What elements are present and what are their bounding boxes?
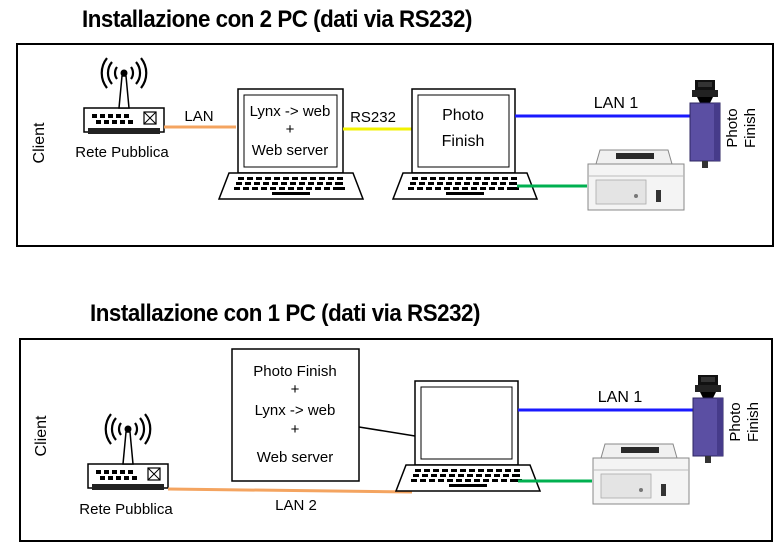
section1-laptop-2-line-2: Finish [442,133,485,150]
section2-camera-line-2: Finish [745,402,762,442]
section1-panel [16,43,774,247]
section2-box-line-5: Web server [257,449,333,466]
section2-camera-line-1: Photo [727,402,744,441]
section2-lan1-label: LAN 1 [598,389,643,406]
section2-box-line-3: Lynx -> web [255,402,336,419]
section2-camera-icon [692,374,724,464]
section2-client-label: Client [33,415,50,456]
section1-title: Installazione con 2 PC (dati via RS232) [82,6,472,33]
section1-lan-label: LAN [184,108,213,125]
section1-laptop-1-line-2: + [286,121,295,138]
section2-lan2-label: LAN 2 [275,497,317,514]
section1-lan1-label: LAN 1 [594,95,639,112]
section1-router-label: Rete Pubblica [75,144,169,161]
section2-box-connector [358,426,416,437]
section2-box-line-2: + [291,381,300,398]
section2-lan2-line [167,487,413,494]
section1-laptop-1-line-1: Lynx -> web [250,103,331,120]
section1-printer-icon [587,149,685,211]
section2-router-icon [86,412,170,492]
section1-laptop-1 [218,88,364,200]
section2-laptop [395,380,541,492]
section1-laptop-2 [392,88,538,200]
section1-laptop-1-line-3: Web server [252,142,328,159]
section1-laptop-2-line-1: Photo [442,107,484,124]
section1-client-label: Client [31,122,48,163]
section2-printer-icon [592,443,690,505]
section1-router-icon [82,56,166,136]
section1-camera-line-2: Finish [742,108,759,148]
section2-box-line-1: Photo Finish [253,363,336,380]
section2-panel [19,338,773,542]
section2-software-box [231,348,360,482]
section2-title: Installazione con 1 PC (dati via RS232) [90,300,480,327]
section1-camera-icon [689,79,721,169]
section2-box-line-4: + [291,421,300,438]
section2-router-label: Rete Pubblica [79,501,173,518]
section1-camera-line-1: Photo [724,108,741,147]
section1-rs232-label: RS232 [350,109,396,126]
